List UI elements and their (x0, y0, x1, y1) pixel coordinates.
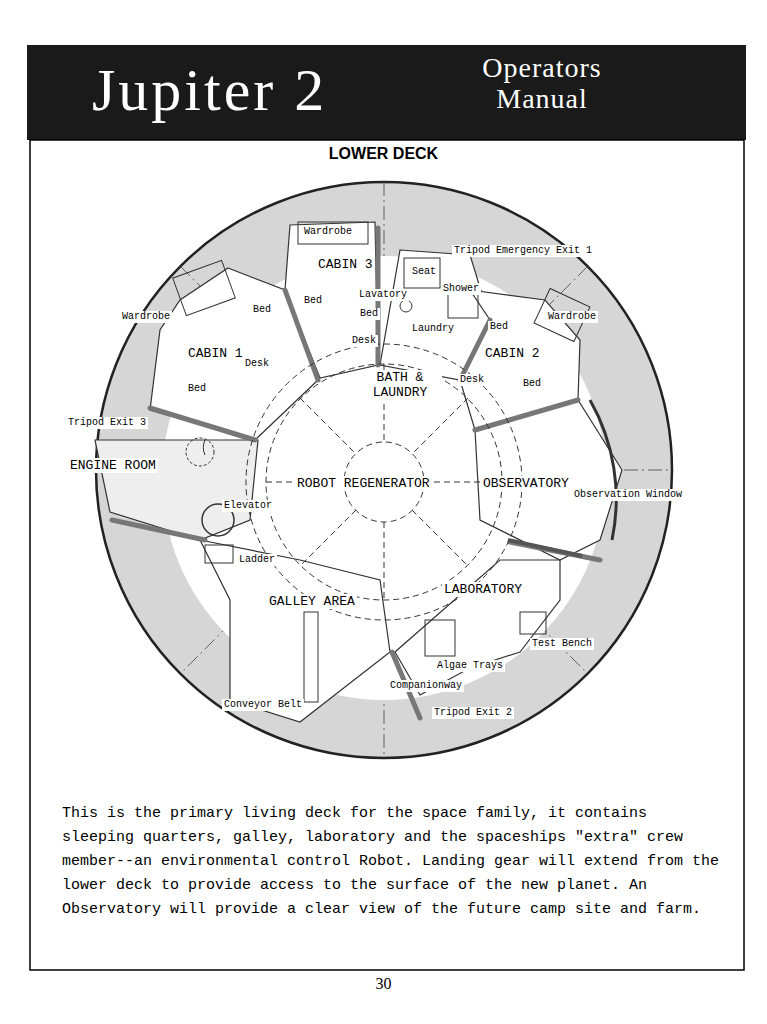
engine-room (95, 440, 258, 540)
wardrobe (298, 222, 368, 244)
observation-window (590, 400, 616, 540)
galley-room (200, 540, 390, 722)
room-label: ENGINE ROOM (68, 458, 158, 473)
ring (266, 364, 502, 600)
part-label: Bed (302, 295, 324, 307)
spoke (300, 398, 356, 454)
part-label: Bed (488, 321, 510, 333)
room-label: LABORATORY (442, 582, 524, 597)
part-label: Wardrobe (546, 311, 598, 323)
page-frame (30, 140, 744, 970)
hull-circle (96, 182, 672, 758)
room-label: GALLEY AREA (267, 594, 357, 609)
part-label: Tripod Emergency Exit 1 (452, 245, 594, 257)
part-label: Laundry (410, 323, 456, 335)
part-label: Desk (458, 374, 486, 386)
part-label: Companionway (388, 680, 464, 692)
part-label: Desk (243, 358, 271, 370)
seat (404, 258, 440, 288)
wardrobe (173, 260, 236, 315)
part-label: Tripod Exit 2 (432, 707, 514, 719)
part-label: Bed (358, 308, 380, 320)
room-label: CABIN 3 (316, 257, 375, 272)
part-label: Test Bench (530, 638, 594, 650)
part-label: Wardrobe (302, 226, 354, 238)
part-label: Shower (441, 283, 481, 295)
part-label: Algae Trays (435, 660, 505, 672)
spoke (412, 510, 468, 566)
page-title: Jupiter 2 (92, 55, 327, 125)
observatory-room (475, 400, 622, 560)
test-bench (520, 612, 546, 634)
frame-lines (96, 182, 672, 758)
spoke (300, 510, 356, 566)
engine-part (186, 438, 214, 466)
part-label: Desk (350, 335, 378, 347)
spoke (412, 398, 468, 454)
wall (112, 520, 205, 540)
part-label: Bed (521, 378, 543, 390)
lab-room (395, 560, 560, 695)
partition (508, 540, 582, 556)
header-band (27, 45, 746, 140)
wall (150, 408, 255, 440)
room-label: BATH & LAUNDRY (358, 370, 442, 400)
caption-text: This is the primary living deck for the … (62, 802, 722, 922)
room-label: CABIN 2 (483, 346, 542, 361)
ladder (205, 545, 233, 563)
part-label: Wardrobe (120, 311, 172, 323)
conveyor-belt (304, 612, 318, 702)
part-label: Seat (410, 266, 438, 278)
part-label: Observation Window (572, 489, 684, 501)
wall (475, 400, 578, 430)
room-label: ROBOT REGENERATOR (295, 476, 432, 491)
lavatory (400, 300, 412, 312)
part-label: Conveyor Belt (222, 699, 304, 711)
spoke (384, 522, 385, 600)
rooms (95, 222, 622, 722)
part-label: Tripod Exit 3 (66, 417, 148, 429)
shower (448, 292, 478, 318)
part-label: Elevator (222, 500, 274, 512)
engine-part (203, 440, 205, 455)
room-label: CABIN 1 (186, 346, 245, 361)
page-number: 30 (0, 975, 767, 993)
algae-trays (425, 620, 455, 656)
header-subtitle: Operators Manual (462, 52, 622, 114)
room-label: OBSERVATORY (481, 476, 571, 491)
furniture (173, 222, 617, 702)
part-label: Lavatory (357, 289, 409, 301)
part-label: Bed (251, 304, 273, 316)
section-heading: LOWER DECK (0, 145, 767, 163)
part-label: Ladder (237, 554, 277, 566)
part-label: Bed (186, 383, 208, 395)
walls (112, 228, 600, 718)
